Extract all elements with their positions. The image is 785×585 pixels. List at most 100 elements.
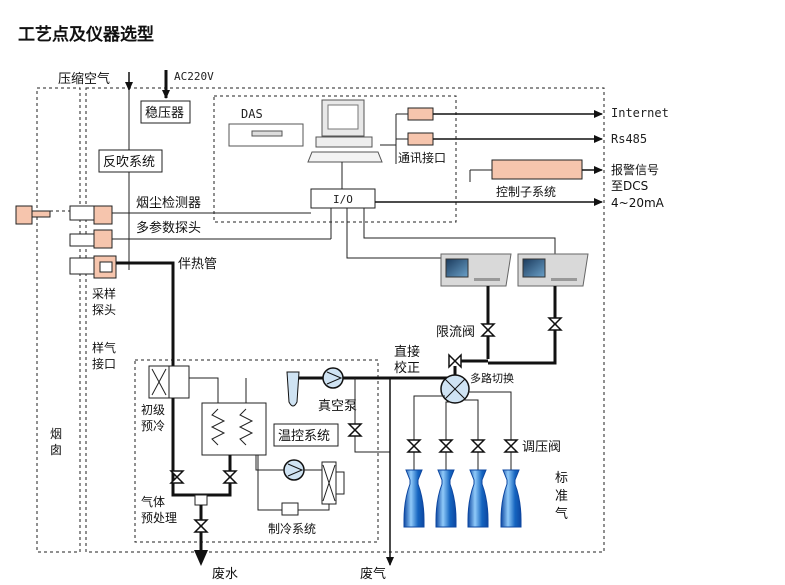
comm-port-label: 通讯接口 bbox=[398, 150, 446, 165]
sample-port-label-2: 接口 bbox=[92, 356, 116, 371]
current-signal-label: 4~20mA bbox=[611, 196, 665, 210]
alarm-dcs-label: 至DCS bbox=[611, 179, 648, 193]
flow-limit-valve-2-icon bbox=[548, 317, 562, 331]
heat-tube-label: 伴热管 bbox=[178, 257, 217, 272]
pressure-valve-icon bbox=[471, 439, 485, 453]
waste-water-valve-icon bbox=[194, 519, 208, 533]
gas-cylinder-icon bbox=[403, 469, 425, 528]
refrigeration-pump-arrow bbox=[287, 463, 304, 477]
chimney-label-2: 囱 bbox=[50, 443, 62, 457]
multi-probe-mount bbox=[69, 233, 95, 247]
gas-pretreat-label-2: 预处理 bbox=[141, 511, 177, 525]
temp-control-label: 温控系统 bbox=[278, 429, 330, 444]
das-boundary bbox=[213, 95, 457, 223]
das-label: DAS bbox=[241, 107, 263, 121]
gas-pretreat-label: 气体 bbox=[141, 494, 165, 509]
drain-valve-icon bbox=[223, 470, 237, 484]
sample-port-label: 样气 bbox=[92, 340, 116, 355]
pretreatment-boundary bbox=[134, 359, 379, 543]
control-subsystem-module bbox=[491, 159, 583, 180]
io-label: I/O bbox=[333, 193, 353, 206]
refrigeration-label: 制冷系统 bbox=[268, 522, 316, 536]
primary-precool-label: 初级 bbox=[141, 403, 165, 417]
waste-gas-label: 废气 bbox=[360, 566, 386, 582]
vacuum-pump-icon bbox=[322, 367, 344, 389]
direct-cal-valve-icon bbox=[448, 354, 462, 368]
primary-precool-label-2: 预冷 bbox=[141, 419, 165, 433]
waste-water-label: 废水 bbox=[212, 566, 238, 582]
external-sensor bbox=[15, 205, 33, 225]
pressure-valve-icon bbox=[407, 439, 421, 453]
heat-tube-line bbox=[116, 261, 175, 367]
vacuum-pump-arrow bbox=[326, 371, 343, 385]
page-title: 工艺点及仪器选型 bbox=[18, 24, 154, 45]
cyl1-line bbox=[413, 395, 445, 470]
pressure-valve-label: 调压阀 bbox=[522, 440, 561, 455]
io-analyzer2-line bbox=[363, 208, 556, 258]
direct-cal-label: 直接 bbox=[394, 344, 420, 360]
stabilizer-label: 稳压器 bbox=[145, 105, 184, 121]
ac220v-label: AC220V bbox=[174, 70, 214, 83]
flow-limit-valve-icon bbox=[481, 323, 495, 337]
dust-detector-head bbox=[93, 205, 113, 225]
internet-module bbox=[407, 107, 434, 121]
cyl3-line bbox=[463, 399, 479, 470]
analyzer2-gas-line bbox=[488, 286, 557, 365]
compressed-air-label: 压缩空气 bbox=[58, 71, 110, 87]
cooler-links bbox=[217, 378, 247, 403]
gas-cylinder-icon bbox=[435, 469, 457, 528]
chimney-label: 烟 bbox=[50, 427, 62, 441]
bypass-line bbox=[354, 378, 390, 453]
pressure-valve-icon bbox=[504, 439, 518, 453]
precooler-to-chiller bbox=[189, 377, 219, 403]
multi-switch-label: 多路切换 bbox=[470, 371, 514, 385]
condenser-fan bbox=[335, 471, 345, 495]
multi-switch-mark-2 bbox=[444, 378, 466, 400]
sampling-probe-mount bbox=[69, 257, 95, 275]
pressure-valve-icon bbox=[439, 439, 453, 453]
flow-limit-valve-label: 限流阀 bbox=[436, 325, 475, 340]
dust-detector-mount bbox=[69, 205, 95, 221]
rs485-label: Rs485 bbox=[611, 132, 647, 146]
sampling-probe-inner bbox=[99, 261, 113, 273]
secondary-cooler-box bbox=[201, 402, 267, 456]
analyzer-device-icon bbox=[440, 253, 512, 287]
direct-cal-label-2: 校正 bbox=[394, 360, 420, 376]
multi-probe-label: 多参数探头 bbox=[136, 220, 201, 236]
external-sensor-stub bbox=[31, 210, 51, 218]
io-analyzer1-line bbox=[346, 208, 441, 259]
dust-detector-label: 烟尘检测器 bbox=[136, 196, 201, 211]
cyl2-line bbox=[445, 401, 450, 470]
filter-icon bbox=[286, 371, 300, 407]
system-boundary bbox=[85, 87, 605, 553]
refrigeration-unit bbox=[281, 502, 299, 516]
chimney-boundary bbox=[36, 87, 81, 553]
precooler-mark bbox=[151, 368, 167, 396]
cyl4-line bbox=[468, 391, 512, 470]
stabilizer-box bbox=[140, 100, 191, 124]
gas-cylinder-icon bbox=[467, 469, 489, 528]
standard-gas-label-2: 准 bbox=[555, 489, 568, 504]
standard-gas-label-3: 气 bbox=[555, 506, 568, 522]
sampling-probe-label: 采样 bbox=[92, 286, 116, 301]
waste-water-arrow-icon bbox=[194, 550, 208, 566]
multi-probe-head bbox=[93, 229, 113, 249]
bypass-valve-icon bbox=[348, 423, 362, 437]
vacuum-pump-label: 真空泵 bbox=[318, 399, 357, 414]
refrigeration-loop bbox=[255, 455, 322, 471]
backblow-label: 反吹系统 bbox=[103, 155, 155, 170]
computer-workstation-icon bbox=[228, 99, 383, 163]
cooler-coil bbox=[210, 408, 226, 446]
backblow-box bbox=[98, 149, 163, 173]
alarm-label: 报警信号 bbox=[611, 162, 659, 177]
rs485-module bbox=[407, 132, 434, 146]
standard-gas-label: 标 bbox=[555, 471, 568, 486]
analyzer-device-icon bbox=[517, 253, 589, 287]
control-subsystem-label: 控制子系统 bbox=[496, 185, 556, 199]
refrigeration-return bbox=[257, 455, 330, 511]
condenser-mark bbox=[322, 464, 336, 502]
pretreat-trap bbox=[194, 494, 208, 506]
sampling-probe-label-2: 探头 bbox=[92, 303, 116, 317]
cooler-coil-2 bbox=[238, 408, 254, 446]
